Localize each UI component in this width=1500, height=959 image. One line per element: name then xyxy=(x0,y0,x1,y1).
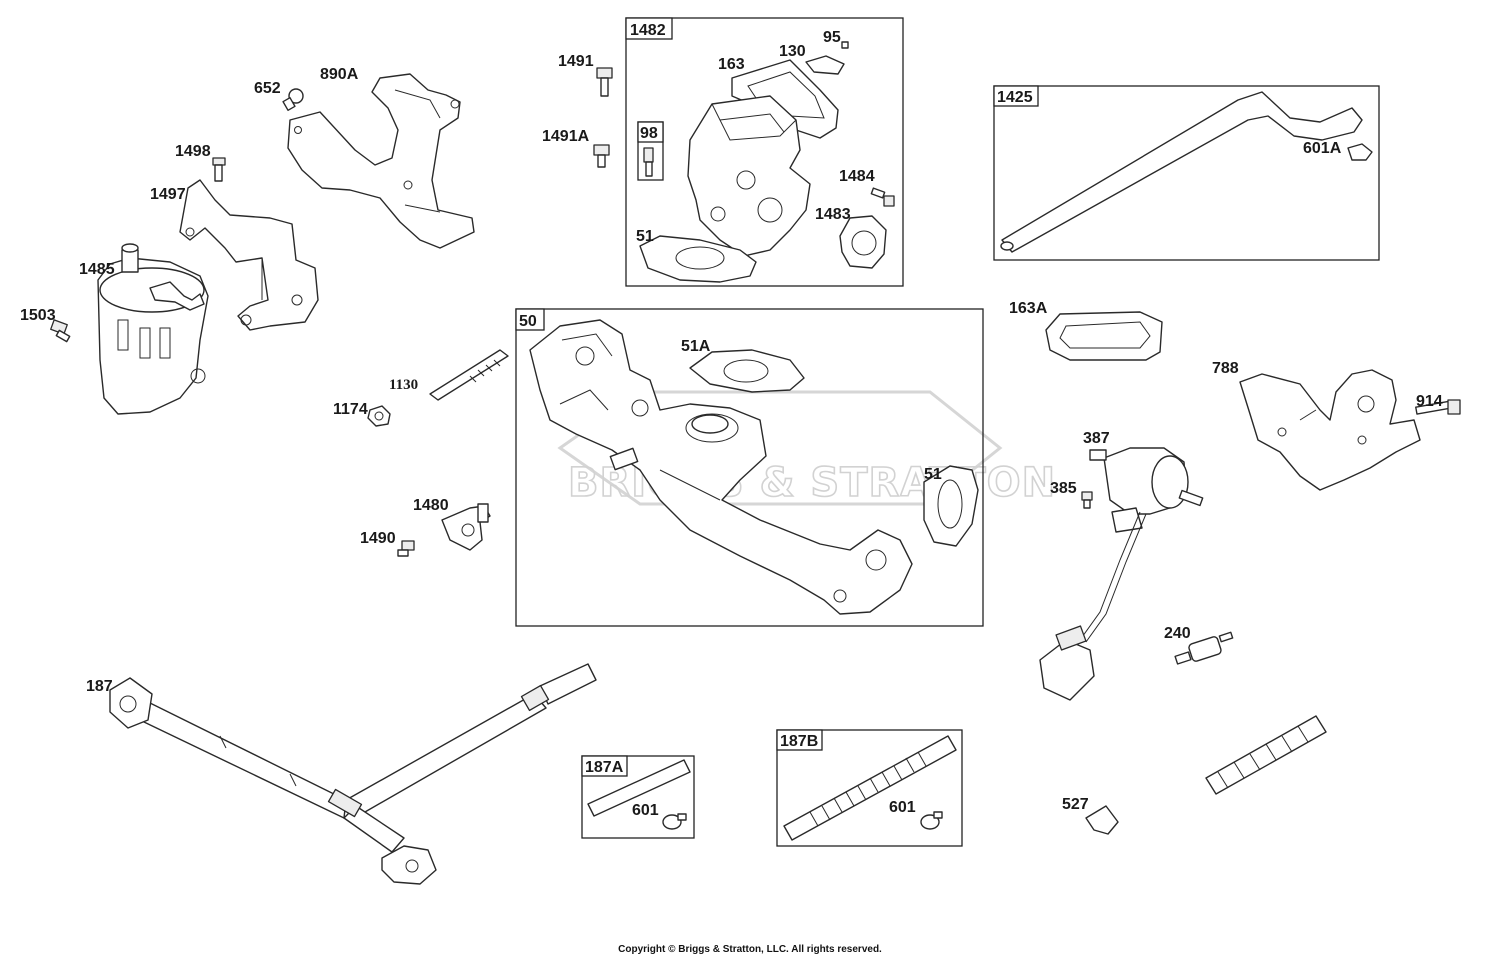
callout-1498: 1498 xyxy=(175,143,211,160)
group-187A-hose: 187A xyxy=(581,755,695,839)
callout-601-b: 601 xyxy=(889,799,916,816)
part-601A-clamp[interactable] xyxy=(1347,143,1373,161)
part-98-pin[interactable] xyxy=(643,147,654,163)
callout-1497: 1497 xyxy=(150,186,186,203)
callout-163: 163 xyxy=(718,56,745,73)
part-50-manifold[interactable] xyxy=(529,319,913,615)
callout-240: 240 xyxy=(1164,625,1191,642)
part-51-gasket-right[interactable] xyxy=(923,465,979,547)
callout-788: 788 xyxy=(1212,360,1239,377)
part-51A-gasket[interactable] xyxy=(689,349,805,393)
callout-1130: 1130 xyxy=(389,377,418,393)
part-1491A-screw[interactable] xyxy=(593,144,610,168)
part-914-screw[interactable] xyxy=(1415,399,1461,415)
part-890A-bracket[interactable] xyxy=(287,73,475,249)
part-1485-fuel-filter[interactable] xyxy=(97,243,209,415)
part-788-bracket[interactable] xyxy=(1239,369,1421,491)
callout-890A: 890A xyxy=(320,66,359,83)
part-1484-screw[interactable] xyxy=(870,187,895,207)
part-387-fuel-pump[interactable] xyxy=(1039,447,1204,701)
part-corrugated-hose[interactable] xyxy=(1205,715,1327,795)
copyright-notice: Copyright © Briggs & Stratton, LLC. All … xyxy=(618,944,882,955)
part-1483-sensor[interactable] xyxy=(839,215,887,269)
callout-1491A: 1491A xyxy=(542,128,590,145)
callout-187: 187 xyxy=(86,678,113,695)
part-1130-stud[interactable] xyxy=(429,349,509,401)
part-1503-screw[interactable] xyxy=(50,319,71,343)
callout-labels: 652 890A 1498 1497 1485 1503 1130 1174 1… xyxy=(20,29,1443,819)
part-95-screw[interactable] xyxy=(841,41,849,49)
callout-51A: 51A xyxy=(681,338,711,355)
callout-51-right: 51 xyxy=(924,466,942,483)
part-601-clamp-a[interactable] xyxy=(662,813,687,830)
callout-130: 130 xyxy=(779,43,806,60)
callout-914: 914 xyxy=(1416,393,1443,410)
part-1174-nut[interactable] xyxy=(367,405,391,427)
part-1490-screw[interactable] xyxy=(397,540,415,557)
group-1482-label: 1482 xyxy=(630,22,666,39)
group-187B-hose: 187B xyxy=(776,729,963,847)
callout-1480: 1480 xyxy=(413,497,449,514)
callout-652: 652 xyxy=(254,80,281,97)
callout-1174: 1174 xyxy=(333,401,368,418)
callout-527: 527 xyxy=(1062,796,1089,813)
part-1480-fitting[interactable] xyxy=(441,503,491,551)
part-163A-gasket[interactable] xyxy=(1045,311,1163,361)
callout-387: 387 xyxy=(1083,430,1110,447)
part-1482-body[interactable] xyxy=(687,95,811,257)
group-50-label: 50 xyxy=(519,313,537,330)
part-601-clamp-b[interactable] xyxy=(920,811,943,830)
part-1498-screw[interactable] xyxy=(212,157,226,182)
part-187-hose-assembly[interactable] xyxy=(109,663,597,885)
part-240-inline-filter[interactable] xyxy=(1174,631,1234,665)
part-385-screw[interactable] xyxy=(1081,491,1093,509)
group-187A-label: 187A xyxy=(585,759,624,776)
group-187B-label: 187B xyxy=(780,733,818,750)
callout-1503: 1503 xyxy=(20,307,56,324)
callout-601A: 601A xyxy=(1303,140,1342,157)
callout-1483: 1483 xyxy=(815,206,851,223)
callout-601-a: 601 xyxy=(632,802,659,819)
group-50-intake-manifold: 50 xyxy=(515,308,984,627)
callout-385: 385 xyxy=(1050,480,1077,497)
callout-1485: 1485 xyxy=(79,261,115,278)
callout-1490: 1490 xyxy=(360,530,396,547)
callout-1484: 1484 xyxy=(839,168,875,185)
group-98-label: 98 xyxy=(640,125,658,142)
callout-1491: 1491 xyxy=(558,53,594,70)
part-187A-hose[interactable] xyxy=(587,759,691,817)
part-51-gasket[interactable] xyxy=(639,235,757,283)
part-652-screw[interactable] xyxy=(282,88,304,112)
part-1491-screw[interactable] xyxy=(596,67,613,97)
callout-163A: 163A xyxy=(1009,300,1048,317)
callout-51: 51 xyxy=(636,228,654,245)
part-1497-bracket[interactable] xyxy=(179,179,319,331)
part-1425-tube[interactable] xyxy=(1001,91,1363,253)
group-1425-label: 1425 xyxy=(997,89,1033,106)
group-1482-throttle-body: 1482 98 xyxy=(625,17,904,287)
group-1425-tube: 1425 xyxy=(993,85,1380,261)
part-130-gasket[interactable] xyxy=(805,55,845,75)
part-527-clip[interactable] xyxy=(1085,805,1119,835)
callout-95: 95 xyxy=(823,29,841,46)
